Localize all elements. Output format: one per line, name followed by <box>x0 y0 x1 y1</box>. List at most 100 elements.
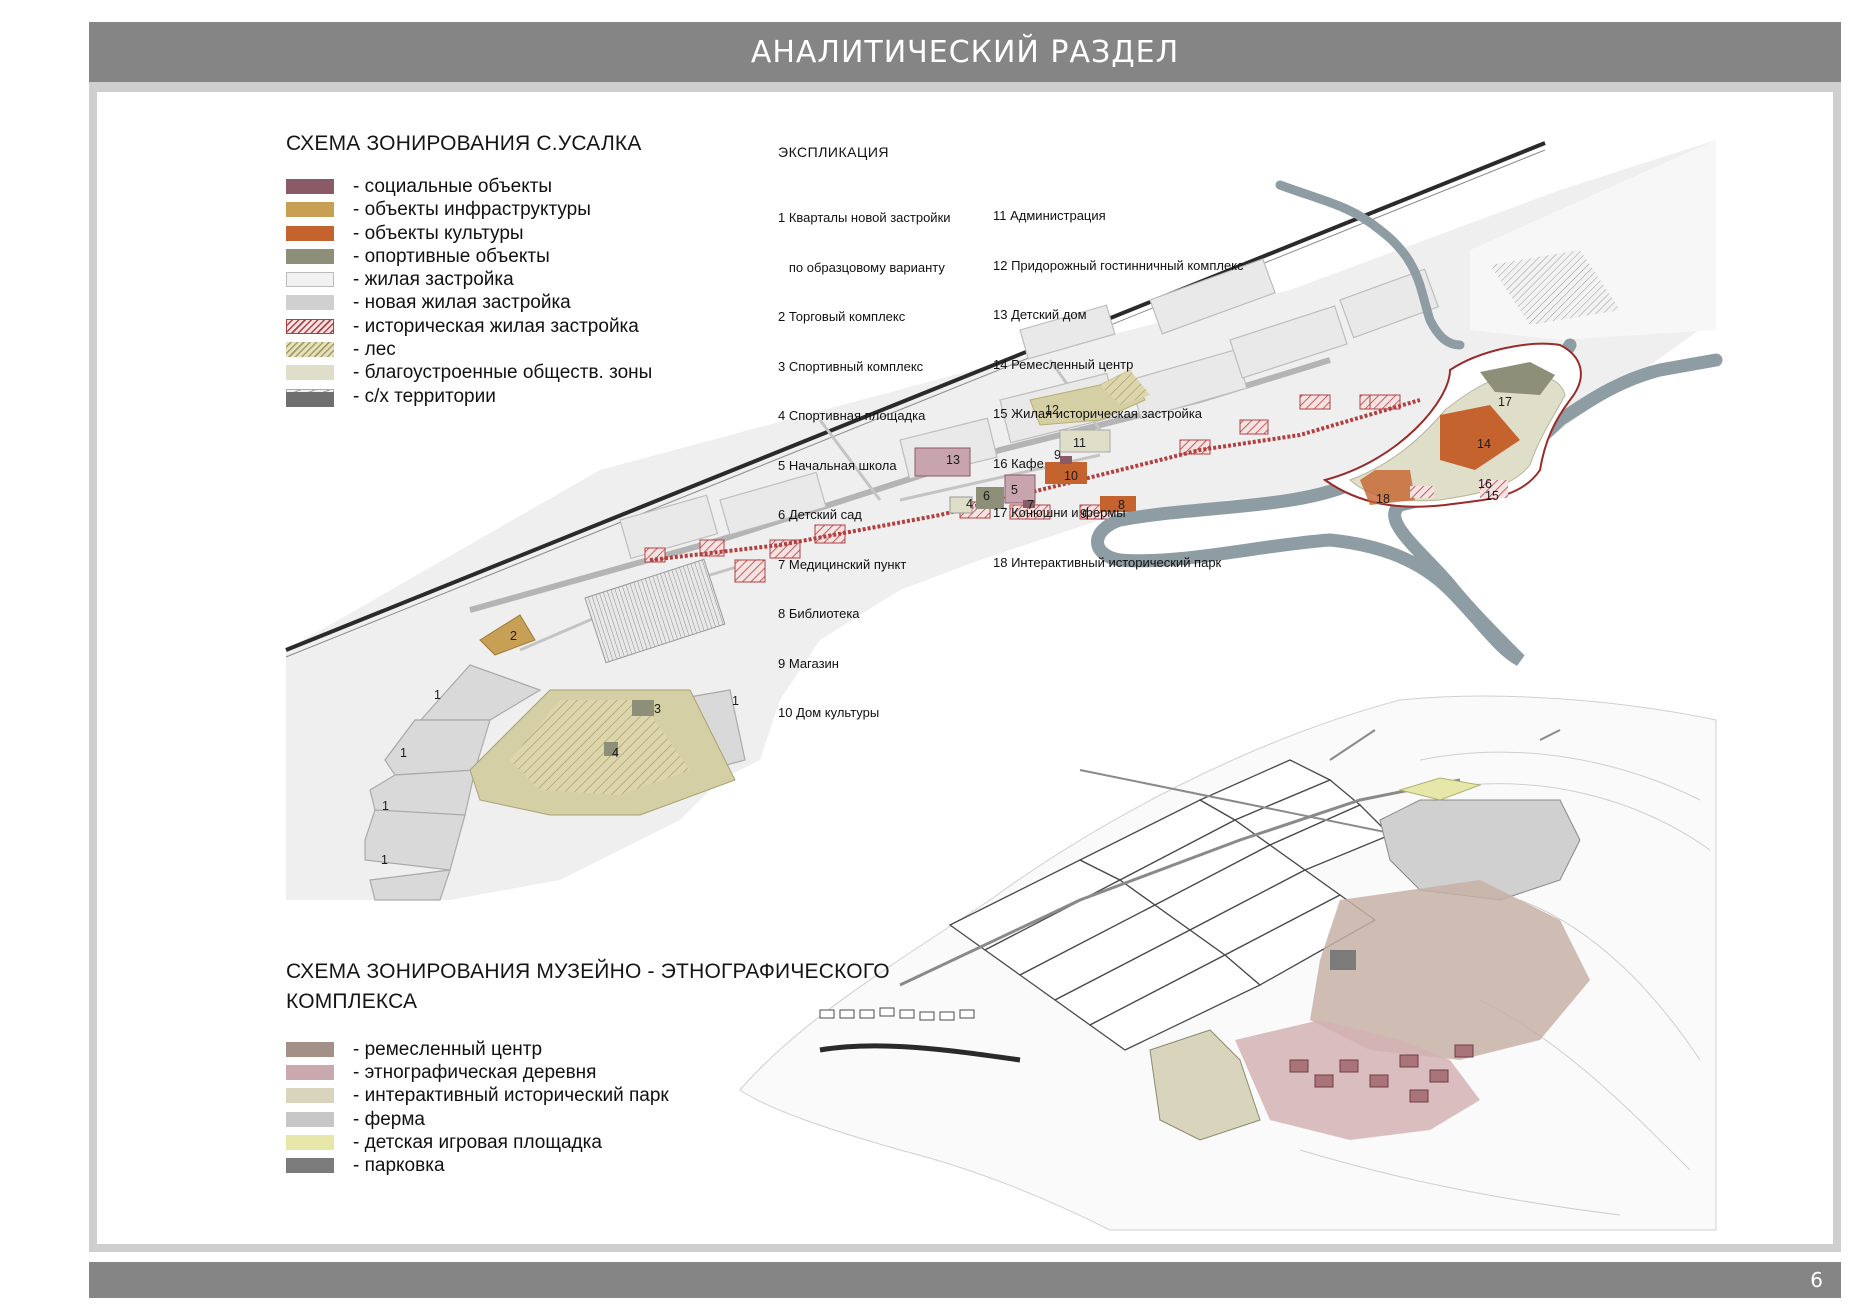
museum-bottom-road <box>819 1043 1021 1063</box>
explication-item: 2 Торговый комплекс <box>778 309 906 324</box>
legend-item: - парковка <box>286 1155 669 1178</box>
map-label: 3 <box>654 702 661 716</box>
river-tributary <box>1275 180 1465 350</box>
museum-ethnographic-village <box>1235 1020 1480 1140</box>
map-label: 18 <box>1376 492 1390 506</box>
zone-17-stables <box>1480 362 1555 395</box>
legend-swatch <box>286 295 334 311</box>
legend-swatch <box>286 202 334 218</box>
explication-item: 13 Детский дом <box>993 307 1087 322</box>
legend-item: - ферма <box>286 1109 669 1132</box>
legend-item: - с/х территории <box>286 386 652 409</box>
map-label: 5 <box>1011 483 1018 497</box>
zone-15-historic-housing <box>1480 480 1508 498</box>
legend-label: - ферма <box>353 1108 426 1130</box>
museum-road-2 <box>1079 729 1561 836</box>
map-label: 4 <box>612 746 619 760</box>
map-label: 1 <box>381 853 388 867</box>
legend-item: - этнографическая деревня <box>286 1062 669 1085</box>
legend-swatch <box>286 179 334 194</box>
legend-swatch <box>286 1134 334 1150</box>
legend-item: - социальные объекты <box>286 176 652 199</box>
legend-swatch <box>286 342 334 358</box>
legend-swatch <box>286 1065 334 1081</box>
southwest-quarters <box>364 664 746 901</box>
museum-street-grid <box>948 759 1392 1051</box>
legend-item: - новая жилая застройка <box>286 292 652 315</box>
explication-item: 11 Администрация <box>993 208 1106 223</box>
zone-6-kindergarten <box>976 487 1004 509</box>
legend-label: - историческая жилая застройка <box>353 315 639 337</box>
museum-village-houses <box>1289 1044 1474 1103</box>
museum-scheme-title-line2: КОМПЛЕКСА <box>286 990 418 1013</box>
zone-12-hotel-hatch <box>1100 370 1150 405</box>
map-label: 17 <box>1498 395 1512 409</box>
museum-main-road <box>899 778 1461 987</box>
railway <box>285 141 1546 652</box>
zone-18-park-core <box>1360 470 1415 505</box>
legend-swatch <box>286 1088 334 1104</box>
map-label: 6 <box>983 489 990 503</box>
explication-item: 5 Начальная школа <box>778 457 897 473</box>
museum-playground <box>1398 777 1482 801</box>
village-scheme-title: СХЕМА ЗОНИРОВАНИЯ С.УСАЛКА <box>286 132 642 155</box>
sports-grey-zone <box>584 558 726 664</box>
legend-swatch <box>286 272 334 288</box>
legend-swatch <box>286 1157 334 1173</box>
zone-13-orphanage <box>914 447 971 477</box>
explication-item: по образцовому варианту <box>778 259 945 275</box>
railway-edge <box>285 149 1546 658</box>
legend-label: - парковка <box>353 1154 445 1176</box>
zone-historic-forest-hatch <box>510 700 690 795</box>
explication-item: 17 Конюшни и фермы <box>993 505 1126 520</box>
zone-7-medical <box>1023 500 1035 508</box>
museum-parking <box>1330 950 1356 970</box>
zone-4-sports-ground-sw <box>604 742 618 756</box>
legend-label: - ремесленный центр <box>353 1039 543 1060</box>
page-title: АНАЛИТИЧЕСКИЙ РАЗДЕЛ <box>750 35 1180 70</box>
legend-item: - объекты культуры <box>286 223 652 246</box>
explication-item: 3 Спортивный комплекс <box>778 358 924 374</box>
explication-item: 8 Библиотека <box>778 606 860 621</box>
explication-item: 4 Спортивная площадка <box>778 408 926 423</box>
legend-item: - благоустроенные обществ. зоны <box>286 362 652 385</box>
map-label: 1 <box>732 694 739 708</box>
legend-label: - новая жилая застройка <box>353 292 571 314</box>
zone-2-trade <box>479 614 536 656</box>
zone-3-sports-complex <box>632 700 654 716</box>
museum-left-houses <box>819 1007 975 1021</box>
legend-label: - этнографическая деревня <box>353 1062 597 1084</box>
explication-item: 7 Медицинский пункт <box>778 556 907 572</box>
explication-item: 14 Ремесленный центр <box>993 356 1134 372</box>
map-label: 11 <box>1073 436 1086 450</box>
museum-scheme-title-line1: СХЕМА ЗОНИРОВАНИЯ МУЗЕЙНО - ЭТНОГРАФИЧЕС… <box>286 960 890 983</box>
legend-swatch <box>286 225 334 241</box>
map-label: 15 <box>1485 489 1499 503</box>
legend-swatch <box>286 365 334 381</box>
map-label: 9 <box>1054 448 1061 462</box>
map-label: 2 <box>510 629 517 643</box>
explication-item: 6 Детский сад <box>778 507 862 522</box>
legend-item: - опортивные объекты <box>286 246 652 269</box>
map-label: 9 <box>1080 507 1087 521</box>
explication-item: 9 Магазин <box>778 655 839 671</box>
map-label: 10 <box>1064 469 1078 483</box>
museum-historic-park <box>1149 1029 1261 1141</box>
legend-swatch <box>286 318 334 334</box>
legend-label: - благоустроенные обществ. зоны <box>353 362 653 384</box>
legend-extra-swatch-parking <box>286 392 334 407</box>
museum-legend: - ремесленный центр - этнографическая де… <box>286 1039 669 1178</box>
zone-5-school <box>1004 474 1036 504</box>
page-number: 6 <box>1810 1268 1823 1292</box>
map-label: 1 <box>382 799 389 813</box>
legend-item: - историческая жилая застройка <box>286 316 652 339</box>
zone-16-cafe <box>1410 486 1434 498</box>
museum-complex-map <box>739 695 1717 1231</box>
zone-8-library <box>1100 496 1136 512</box>
legend-label: - детская игровая площадка <box>353 1131 602 1153</box>
legend-item: - жилая застройка <box>286 269 652 292</box>
map-label: 14 <box>1477 437 1491 451</box>
map-label: 13 <box>946 453 960 467</box>
explication-title: ЭКСПЛИКАЦИЯ <box>778 144 890 160</box>
